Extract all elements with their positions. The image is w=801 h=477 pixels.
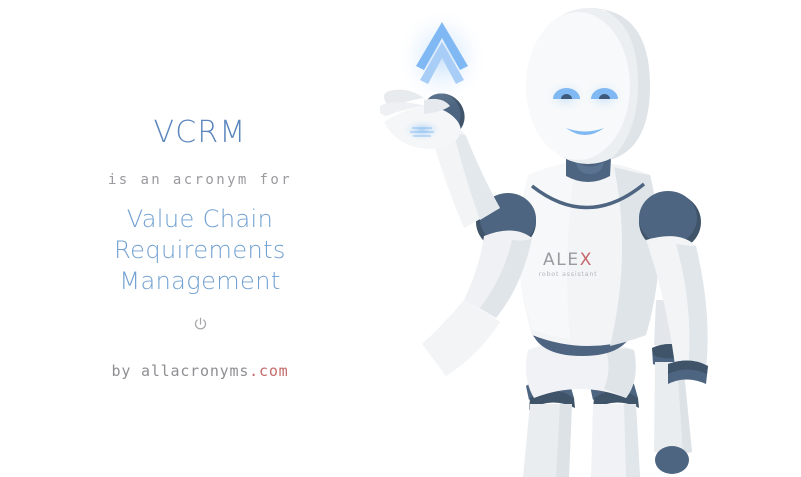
- acronym-text-panel: VCRM is an acronym for Value Chain Requi…: [0, 0, 400, 477]
- expansion-line-3: Management: [119, 267, 281, 295]
- chest-tagline: robot assistant: [539, 270, 598, 278]
- robot-left-arm: [380, 89, 536, 376]
- divider: [0, 316, 400, 342]
- site-credit-name: by allacronyms: [111, 362, 250, 380]
- robot-mouth: [566, 128, 604, 135]
- page-title: VCRM: [153, 115, 247, 150]
- robot-collar: [530, 182, 646, 210]
- chest-brand-accent: X: [580, 250, 593, 270]
- robot-right-arm: [639, 191, 708, 384]
- robot-assistant-illustration: ALEX robot assistant: [380, 0, 801, 477]
- robot-torso: [518, 161, 660, 346]
- robot-head: [526, 8, 650, 164]
- robot-eyes: [553, 88, 618, 99]
- power-icon: [192, 316, 209, 333]
- chest-brand: ALEX robot assistant: [539, 250, 598, 278]
- robot-pelvis: [526, 340, 636, 398]
- svg-text:ALEX: ALEX: [543, 250, 593, 270]
- acronym-expansion: Value Chain Requirements Management: [0, 204, 400, 297]
- acronym-subtitle: is an acronym for: [107, 172, 293, 188]
- chevron-up-hologram-icon: [396, 7, 488, 107]
- chest-brand-prefix: ALE: [543, 250, 580, 270]
- site-credit-tld: .com: [249, 362, 289, 380]
- site-credit[interactable]: by allacronyms.com: [0, 360, 400, 382]
- expansion-line-2: Requirements: [114, 236, 286, 264]
- expansion-line-1: Value Chain: [126, 205, 274, 233]
